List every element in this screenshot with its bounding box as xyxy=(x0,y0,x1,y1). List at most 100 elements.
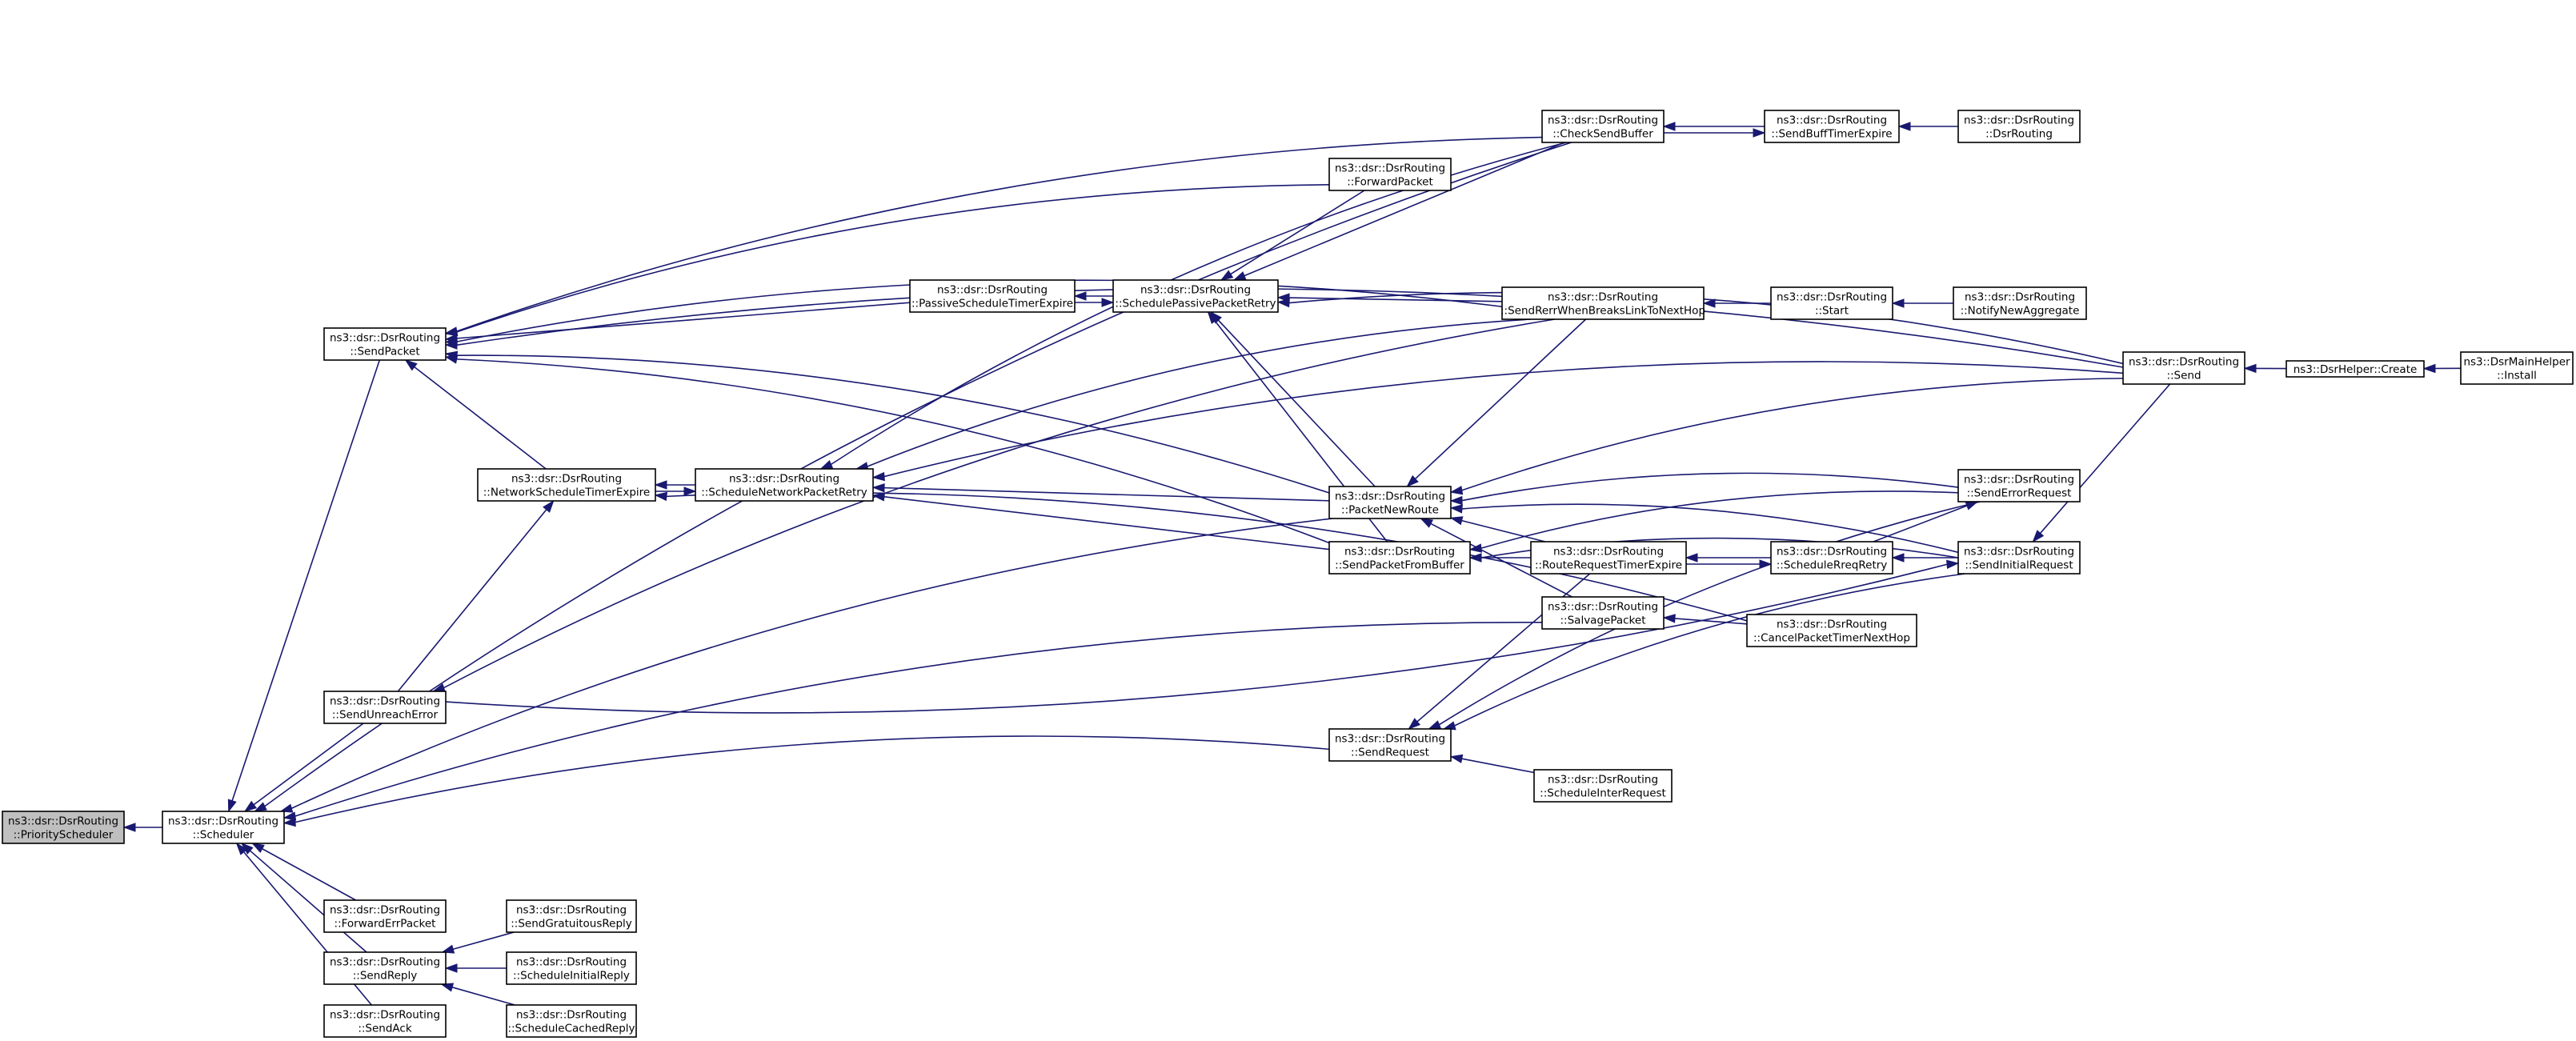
arrowhead-icon xyxy=(441,944,455,954)
edge-line xyxy=(1480,490,1959,549)
edge-line xyxy=(1217,319,1376,487)
node-label: ns3::dsr::DsrRouting xyxy=(516,956,627,969)
node-priority-scheduler[interactable]: ns3::dsr::DsrRouting::PriorityScheduler xyxy=(2,811,125,844)
node-forward-packet[interactable]: ns3::dsr::DsrRouting::ForwardPacket xyxy=(1328,158,1452,191)
edge-line xyxy=(1244,142,1565,277)
node-send-initial-request[interactable]: ns3::dsr::DsrRouting::SendInitialRequest xyxy=(1957,541,2081,575)
node-schedule-inter-request[interactable]: ns3::dsr::DsrRouting::ScheduleInterReque… xyxy=(1533,769,1673,803)
edge-line xyxy=(1430,523,1572,598)
call-edge xyxy=(871,482,1330,502)
edge-line xyxy=(294,621,1543,817)
call-edge xyxy=(1209,310,1376,487)
node-packet-new-route[interactable]: ns3::dsr::DsrRouting::PacketNewRoute xyxy=(1328,486,1452,519)
node-schedule-passive-packet-retry[interactable]: ns3::dsr::DsrRouting::SchedulePassivePac… xyxy=(1112,279,1279,313)
node-salvage-packet[interactable]: ns3::dsr::DsrRouting::SalvagePacket xyxy=(1541,596,1665,630)
arrowhead-icon xyxy=(871,482,885,493)
node-label: ::ScheduleRreqRetry xyxy=(1777,559,1888,572)
call-edge xyxy=(254,142,1572,812)
node-schedule-cached-reply[interactable]: ns3::dsr::DsrRouting::ScheduleCachedRepl… xyxy=(506,1004,637,1038)
edge-line xyxy=(456,184,1330,333)
node-send-reply[interactable]: ns3::dsr::DsrRouting::SendReply xyxy=(323,951,447,985)
node-passive-schedule-timer-expire[interactable]: ns3::dsr::DsrRouting::PassiveScheduleTim… xyxy=(909,279,1076,313)
node-label: ::SalvagePacket xyxy=(1560,615,1646,627)
edge-line xyxy=(883,361,2124,478)
node-label: ::CheckSendBuffer xyxy=(1552,128,1653,141)
node-dsr-main-helper-install[interactable]: ns3::DsrMainHelper::Install xyxy=(2460,351,2574,385)
node-label: ::Scheduler xyxy=(193,829,254,842)
node-label: ns3::dsr::DsrRouting xyxy=(1335,162,1445,175)
node-label: ns3::dsr::DsrRouting xyxy=(1777,291,1887,304)
call-edge xyxy=(1420,518,1572,598)
node-label: ns3::dsr::DsrRouting xyxy=(1553,546,1664,559)
node-label: ns3::dsr::DsrRouting xyxy=(516,904,627,917)
edge-line xyxy=(1439,501,1981,726)
node-label: ::PriorityScheduler xyxy=(14,829,114,842)
call-edge xyxy=(240,843,367,953)
node-label: ::PacketNewRoute xyxy=(1341,504,1439,517)
node-forward-err-packet[interactable]: ns3::dsr::DsrRouting::ForwardErrPacket xyxy=(323,899,447,933)
arrowhead-icon xyxy=(654,491,668,502)
node-scheduler[interactable]: ns3::dsr::DsrRouting::Scheduler xyxy=(162,811,285,844)
node-dsr-helper-create[interactable]: ns3::DsrHelper::Create xyxy=(2286,360,2425,378)
node-label: ns3::dsr::DsrRouting xyxy=(516,1009,627,1022)
arrowhead-icon xyxy=(683,486,697,496)
node-cancel-packet-timer-next-hop[interactable]: ns3::dsr::DsrRouting::CancelPacketTimerN… xyxy=(1746,614,1917,647)
node-box xyxy=(1112,279,1279,313)
node-send-error-request[interactable]: ns3::dsr::DsrRouting::SendErrorRequest xyxy=(1957,469,2081,502)
node-schedule-rreq-retry[interactable]: ns3::dsr::DsrRouting::ScheduleRreqRetry xyxy=(1770,541,1893,575)
node-label: ::ScheduleInterRequest xyxy=(1540,787,1666,800)
node-label: ::SendUnreachError xyxy=(332,709,439,722)
edge-line xyxy=(443,318,1555,689)
node-box xyxy=(1953,286,2087,320)
node-notify-new-aggregate[interactable]: ns3::dsr::DsrRouting::NotifyNewAggregate xyxy=(1953,286,2087,320)
call-edge xyxy=(1897,122,1959,131)
call-edge xyxy=(279,518,1333,813)
edge-line xyxy=(1461,378,2124,491)
call-edge xyxy=(2422,363,2462,374)
node-network-schedule-timer-expire[interactable]: ns3::dsr::DsrRouting::NetworkScheduleTim… xyxy=(477,468,656,502)
edge-line xyxy=(867,318,1531,467)
arrowhead-icon xyxy=(1101,298,1115,307)
arrowhead-icon xyxy=(2422,363,2436,374)
node-send-request[interactable]: ns3::dsr::DsrRouting::SendRequest xyxy=(1328,728,1452,762)
edge-line xyxy=(1230,190,1365,275)
node-check-send-buffer[interactable]: ns3::dsr::DsrRouting::CheckSendBuffer xyxy=(1541,110,1665,143)
node-label: ns3::DsrHelper::Create xyxy=(2294,363,2418,376)
node-box xyxy=(506,951,637,985)
node-label: ::SendPacketFromBuffer xyxy=(1335,559,1464,572)
node-label: ns3::dsr::DsrRouting xyxy=(511,473,622,486)
edge-line xyxy=(883,495,1330,551)
node-box xyxy=(1328,541,1471,575)
edge-line xyxy=(414,366,547,470)
call-edge xyxy=(1449,472,1959,506)
node-label: ::ScheduleCachedReply xyxy=(507,1023,635,1035)
node-box xyxy=(1541,596,1665,630)
arrowhead-icon xyxy=(444,340,458,350)
node-send-gratuitous-reply[interactable]: ns3::dsr::DsrRouting::SendGratuitousRepl… xyxy=(506,899,637,933)
arrowhead-icon xyxy=(251,843,265,853)
call-edge xyxy=(227,359,381,813)
call-edge xyxy=(1442,573,1965,731)
arrowhead-icon xyxy=(444,354,459,364)
node-send-packet[interactable]: ns3::dsr::DsrRouting::SendPacket xyxy=(323,327,447,361)
node-label: ::Send xyxy=(2166,370,2201,382)
node-schedule-initial-reply[interactable]: ns3::dsr::DsrRouting::ScheduleInitialRep… xyxy=(506,951,637,985)
node-box xyxy=(909,279,1076,313)
arrowhead-icon xyxy=(444,326,459,336)
node-route-request-timer-expire[interactable]: ns3::dsr::DsrRouting::RouteRequestTimerE… xyxy=(1530,541,1687,575)
node-dsr-routing[interactable]: ns3::dsr::DsrRouting::DsrRouting xyxy=(1957,110,2081,143)
node-send-ack[interactable]: ns3::dsr::DsrRouting::SendAck xyxy=(323,1004,447,1038)
node-box xyxy=(695,468,874,502)
node-schedule-network-packet-retry[interactable]: ns3::dsr::DsrRouting::ScheduleNetworkPac… xyxy=(695,468,874,502)
node-send-packet-from-buffer[interactable]: ns3::dsr::DsrRouting::SendPacketFromBuff… xyxy=(1328,541,1471,575)
node-send[interactable]: ns3::dsr::DsrRouting::Send xyxy=(2122,351,2245,385)
node-send-unreach-error[interactable]: ns3::dsr::DsrRouting::SendUnreachError xyxy=(323,691,447,724)
node-send-rerr-when-breaks-link-to-next-hop[interactable]: ns3::dsr::DsrRouting::SendRerrWhenBreaks… xyxy=(1500,286,1705,320)
node-start[interactable]: ns3::dsr::DsrRouting::Start xyxy=(1770,286,1893,320)
arrowhead-icon xyxy=(1662,614,1676,623)
node-send-buff-timer-expire[interactable]: ns3::dsr::DsrRouting::SendBuffTimerExpir… xyxy=(1764,110,1900,143)
edge-line xyxy=(2039,383,2171,534)
node-box xyxy=(1541,110,1665,143)
arrowhead-icon xyxy=(1449,486,1464,495)
